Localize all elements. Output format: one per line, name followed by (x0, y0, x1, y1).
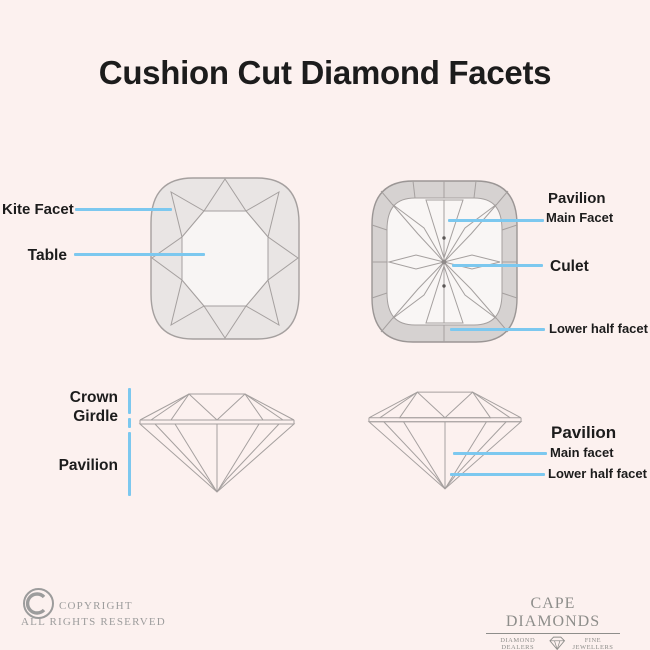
pointer-line-table (74, 253, 205, 256)
label-lower-half-facet-top: Lower half facet (549, 321, 648, 336)
facet-junction-dot (442, 284, 446, 288)
label-lower-half-facet-right: Lower half facet (548, 466, 647, 481)
label-culet: Culet (550, 258, 589, 275)
page-title: Cushion Cut Diamond Facets (98, 54, 552, 91)
copyright-icon (23, 588, 54, 619)
pointer-line-main-facet-right (453, 452, 547, 455)
girdle-facet-lines (371, 180, 518, 342)
label-main-facet-top: Main Facet (546, 210, 614, 225)
pointer-line-main-facet-top (448, 219, 544, 222)
label-girdle: Girdle (73, 408, 118, 425)
copyright-word: COPYRIGHT (59, 600, 133, 612)
rights-reserved-text: ALL RIGHTS RESERVED (21, 616, 166, 628)
label-kite-facet: Kite Facet (2, 201, 74, 218)
profile-view-diagram-right (367, 391, 523, 490)
label-pavilion-top: Pavilion (548, 190, 606, 207)
pavilion-view-diagram (371, 180, 518, 343)
crown-facet-shaded (398, 391, 447, 419)
bracket-pavilion (128, 432, 131, 496)
culet-dot (441, 259, 447, 265)
label-crown: Crown (69, 389, 118, 406)
label-pavilion-right: Pavilion (551, 423, 617, 442)
brand-logo: CAPE DIAMONDS DIAMOND DEALERS FINE JEWEL… (486, 595, 620, 650)
bracket-crown (128, 388, 131, 414)
pointer-line-lower-half-facet-right (450, 473, 545, 476)
brand-tag-right: FINE JEWELLERS (572, 636, 614, 650)
table-facet (181, 210, 269, 307)
crown-facet-shaded (443, 391, 492, 419)
label-table: Table (27, 247, 67, 264)
crown-profile (368, 391, 522, 419)
pointer-line-kite-facet (75, 208, 172, 211)
facet-junction-dot (442, 236, 446, 240)
pointer-line-culet (452, 264, 543, 267)
crown-profile (139, 393, 295, 421)
brand-tag-left: DIAMOND DEALERS (500, 636, 536, 650)
brand-name: CAPE DIAMONDS (486, 595, 620, 634)
label-pavilion-left: Pavilion (58, 457, 118, 474)
bracket-girdle (128, 418, 131, 428)
pavilion-facet-lines (383, 421, 507, 490)
profile-view-diagram-left (138, 393, 296, 493)
crown-view-diagram (150, 177, 300, 340)
diamond-icon (549, 636, 566, 650)
label-main-facet-right: Main facet (550, 445, 614, 460)
pointer-line-lower-half-facet-top (450, 328, 545, 331)
crown-facet-shaded (215, 393, 264, 421)
crown-facet-shaded (170, 393, 219, 421)
pavilion-facet-lines (154, 423, 280, 493)
